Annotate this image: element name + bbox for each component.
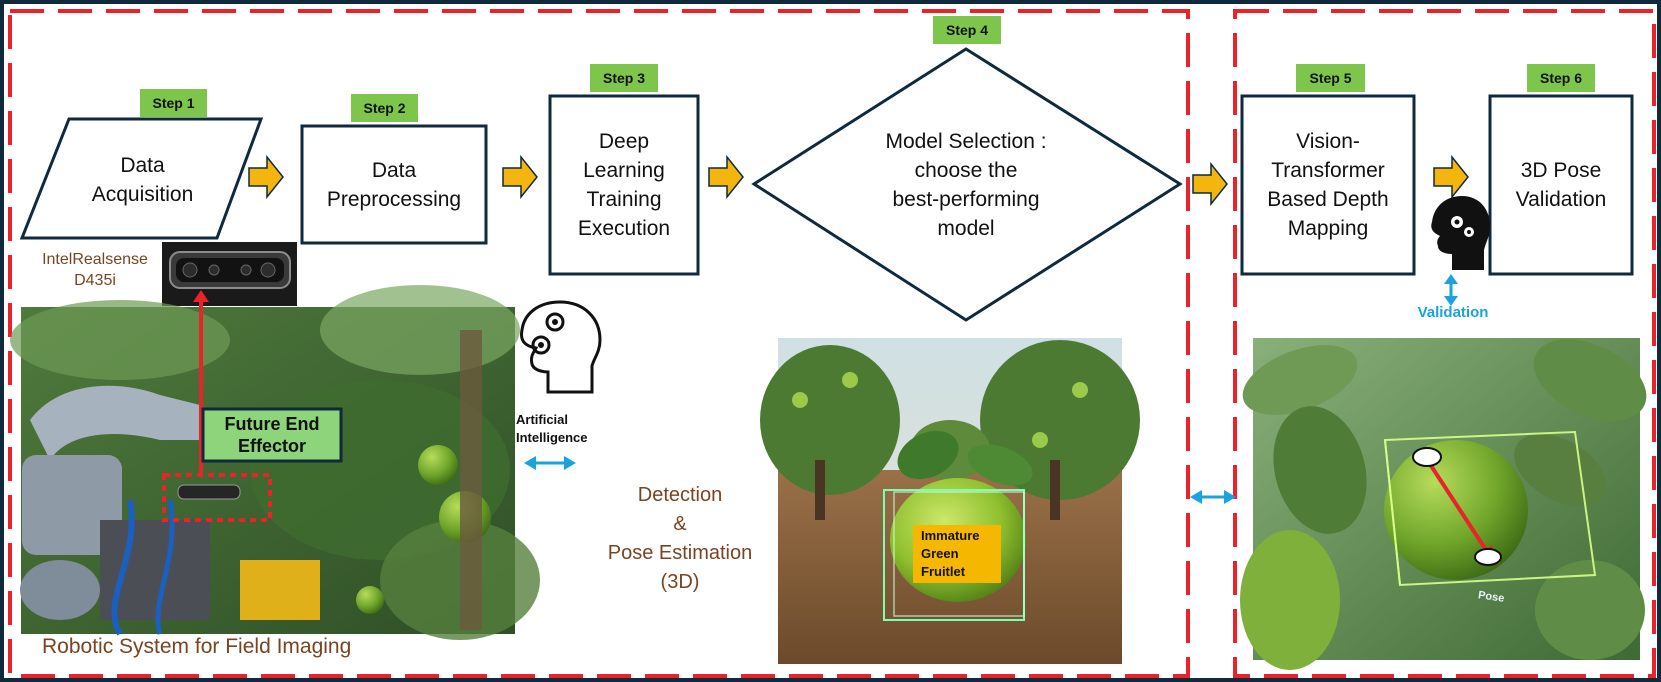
orchard-apple-photo <box>760 338 1140 664</box>
right-frame <box>1233 9 1656 678</box>
fruit-label: Immature Green Fruitlet <box>921 528 980 579</box>
robot-caption: Robotic System for Field Imaging <box>42 635 352 658</box>
detection-label: Detection & Pose Estimation (3D) <box>607 484 753 593</box>
double-arrow-icon <box>1190 490 1236 504</box>
step1-shape <box>19 117 264 240</box>
step4-badge: Step 4 <box>933 16 1001 44</box>
step2-badge: Step 2 <box>351 94 418 122</box>
step6-badge: Step 6 <box>1527 64 1595 92</box>
arrow-right-icon <box>1192 161 1228 207</box>
end-effector-box <box>201 407 343 463</box>
step1-label: Data Acquisition <box>91 154 194 206</box>
effector-selection-box <box>162 473 272 522</box>
arrow-right-icon <box>502 154 538 200</box>
step5-badge: Step 5 <box>1296 64 1365 92</box>
step2-shape <box>300 124 488 245</box>
closeup-apple-photo <box>1240 338 1647 670</box>
step2-label: Data Preprocessing <box>326 159 462 211</box>
step3-label: Deep Learning Training Execution <box>577 130 671 240</box>
step5-label: Vision- Transformer Based Depth Mapping <box>1267 130 1389 240</box>
arrow-right-icon <box>1433 154 1469 200</box>
step1-badge: Step 1 <box>140 89 207 117</box>
fruit-label-box <box>913 525 1001 583</box>
left-frame <box>8 9 1190 678</box>
camera-icon <box>162 242 297 306</box>
arrow-right-icon <box>708 154 744 200</box>
step3-shape <box>548 94 700 276</box>
step5-shape <box>1240 94 1416 276</box>
ai-label: Artificial Intelligence <box>516 412 588 445</box>
step4-shape <box>751 47 1183 322</box>
double-arrow-icon <box>524 456 576 470</box>
robot-field-photo <box>10 285 540 640</box>
validation-label: Validation <box>1417 304 1489 321</box>
gear-teeth <box>538 319 558 348</box>
end-effector-label: Future End Effector <box>224 414 320 456</box>
step3-badge: Step 3 <box>590 64 658 92</box>
step6-label: 3D Pose Validation <box>1515 159 1607 211</box>
step6-shape <box>1488 94 1634 276</box>
arrow-right-icon <box>248 154 284 200</box>
double-arrow-icon <box>1444 274 1458 306</box>
gear-head-filled-icon <box>1431 196 1490 270</box>
step4-label: Model Selection : choose the best-perfor… <box>885 130 1047 240</box>
camera-label: IntelRealsense D435i <box>42 251 148 289</box>
gear-head-icon <box>520 300 602 394</box>
